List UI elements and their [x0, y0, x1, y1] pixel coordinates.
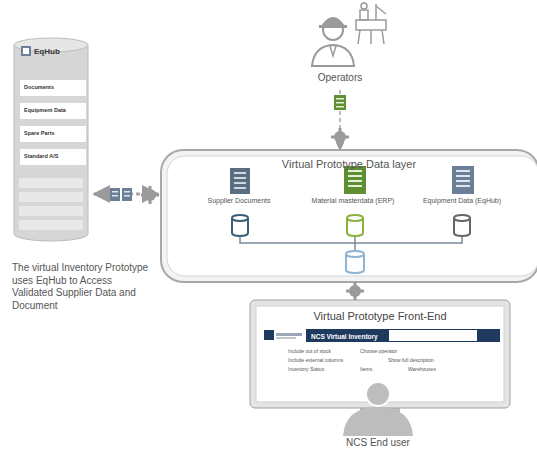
node-text: Equipment Data — [24, 107, 86, 113]
node-text: Equipment Data (EqHub) — [408, 197, 516, 205]
database-icons — [232, 215, 470, 273]
screen-text: Warehouses — [408, 366, 436, 372]
data-row: Spare Parts — [20, 126, 86, 142]
actor-label: NCS End user — [316, 437, 440, 450]
node-text: Operators — [286, 72, 394, 84]
node-text: EqHub — [34, 47, 92, 56]
node-text: Documents — [24, 84, 86, 90]
search-bar: NCS Virtual Inventory — [306, 329, 500, 342]
source-label: Equipment Data (EqHub) — [408, 197, 516, 209]
gear-icon — [346, 282, 364, 300]
gear-icon — [141, 186, 159, 204]
operator-icon — [312, 17, 354, 66]
document-icon — [334, 95, 346, 110]
screen-text: Items — [360, 366, 372, 372]
database-links — [240, 236, 462, 252]
node-text: Spare Parts — [24, 130, 86, 136]
list-icon — [344, 166, 366, 194]
node-text: Virtual Prototype Front-End — [248, 310, 512, 323]
data-row: Standard A/S — [20, 149, 86, 165]
screen-text: Include out of stock — [288, 348, 331, 354]
data-layer-band: Virtual Prototype Data layerSupplier Doc… — [159, 150, 537, 282]
list-icon — [452, 166, 474, 194]
node-text: NCS Virtual Inventory — [311, 333, 499, 340]
user-icon — [343, 382, 413, 436]
monitor-frame: Virtual Prototype Front-EndNCS Virtual I… — [248, 300, 512, 408]
node-text: Supplier Documents — [187, 197, 291, 205]
caption: The virtual Inventory Prototype uses EqH… — [12, 262, 154, 312]
data-row: Equipment Data — [20, 103, 86, 119]
document-icon — [110, 188, 132, 201]
source-label: Supplier Documents — [187, 197, 291, 209]
gear-icon — [331, 128, 349, 146]
screen-text: Inventory Status — [288, 366, 324, 372]
platform-icon — [356, 3, 386, 44]
actor-label: Operators — [286, 72, 394, 88]
database-cylinder: EqHubDocumentsEquipment DataSpare PartsS… — [14, 38, 92, 238]
screen-text: Include external columns — [288, 357, 343, 363]
document-icon — [230, 168, 250, 194]
node-text: Material masterdata (ERP) — [296, 197, 410, 205]
database-cylinder — [14, 38, 88, 241]
node-text: NCS End user — [316, 437, 440, 449]
screen-text: Choose operator — [360, 348, 397, 354]
screen-text: Show full description — [388, 357, 434, 363]
node-text: Virtual Prototype Data layer — [159, 158, 537, 171]
source-label: Material masterdata (ERP) — [296, 197, 410, 209]
node-text: Standard A/S — [24, 153, 86, 159]
data-row: Documents — [20, 80, 86, 96]
